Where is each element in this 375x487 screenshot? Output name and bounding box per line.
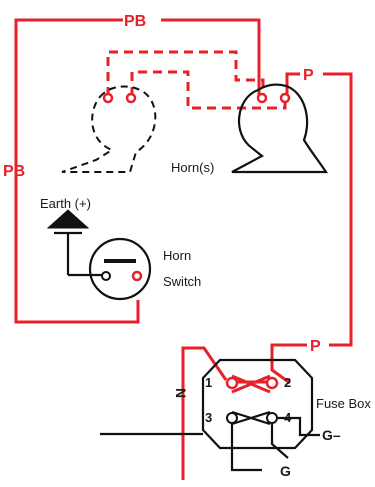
fuse-box-label: Fuse Box bbox=[316, 396, 371, 411]
wire-pb bbox=[14, 18, 261, 324]
wire-label-g: G bbox=[280, 463, 291, 479]
terminal-4-label: 4 bbox=[284, 410, 292, 425]
wire-label-pb-left: PB bbox=[3, 163, 25, 180]
horn-switch-label-line2: Switch bbox=[163, 274, 201, 289]
horn-right bbox=[231, 83, 329, 174]
terminal-right-horn-a bbox=[256, 92, 268, 104]
wire-label-g-minus: G– bbox=[322, 427, 341, 443]
wire-label-n: N bbox=[173, 388, 189, 398]
wire-fuse-black bbox=[100, 416, 320, 472]
terminal-right-horn-b bbox=[279, 92, 291, 104]
terminal-2-label: 2 bbox=[284, 375, 291, 390]
earth-symbol bbox=[46, 209, 106, 277]
wire-p bbox=[270, 72, 353, 385]
horn-left-dashed bbox=[61, 85, 157, 173]
terminal-3-label: 3 bbox=[205, 410, 212, 425]
horn-switch bbox=[88, 237, 152, 301]
terminal-left-horn-b bbox=[125, 92, 137, 104]
horns-label: Horn(s) bbox=[171, 160, 214, 175]
earth-label: Earth (+) bbox=[40, 196, 91, 211]
terminal-left-horn-a bbox=[102, 92, 114, 104]
wire-label-p-fuse: P bbox=[310, 338, 321, 355]
fuse-box bbox=[201, 358, 314, 450]
wire-horn-link-dashed bbox=[106, 50, 287, 110]
terminal-1-label: 1 bbox=[205, 375, 212, 390]
wire-label-pb-top: PB bbox=[124, 13, 146, 30]
wire-label-p-right: P bbox=[303, 67, 314, 84]
horn-switch-label-line1: Horn bbox=[163, 248, 191, 263]
